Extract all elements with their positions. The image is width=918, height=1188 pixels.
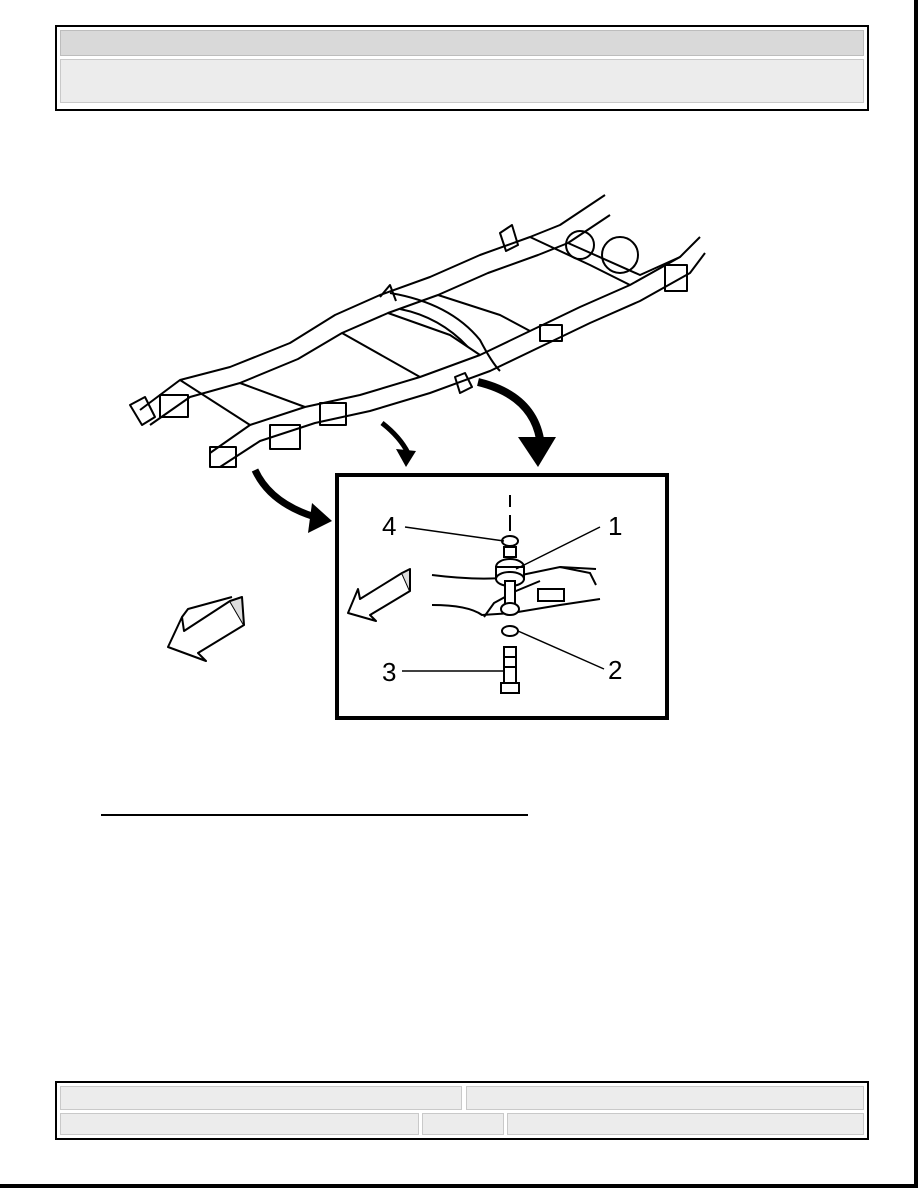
header-title-bar: [60, 30, 864, 56]
body-mount-stack: [495, 495, 525, 694]
footer-bottom-right: [507, 1113, 864, 1135]
footer-top-left: [60, 1086, 462, 1110]
vehicle-frame-drawing: [129, 194, 706, 468]
callout-leaders: [402, 526, 605, 672]
footer-top-right: [466, 1086, 864, 1110]
footer-bottom-mid: [422, 1113, 504, 1135]
pointer-arrow-icon: [251, 378, 556, 533]
front-direction-arrow-icon: [167, 596, 245, 662]
callout-1: 1: [608, 511, 622, 541]
footer-box: [55, 1081, 869, 1140]
callout-4: 4: [382, 511, 396, 541]
header-box: [55, 25, 869, 111]
section-rule: [101, 814, 528, 816]
callout-3: 3: [382, 657, 396, 687]
callout-2: 2: [608, 655, 622, 685]
inset-front-direction-arrow-icon: [347, 568, 411, 622]
body-mount-figure: 4 1 2 3: [120, 185, 720, 730]
footer-bottom-left: [60, 1113, 419, 1135]
frame-illustration: 4 1 2 3: [129, 194, 706, 720]
header-subtitle-bar: [60, 59, 864, 103]
